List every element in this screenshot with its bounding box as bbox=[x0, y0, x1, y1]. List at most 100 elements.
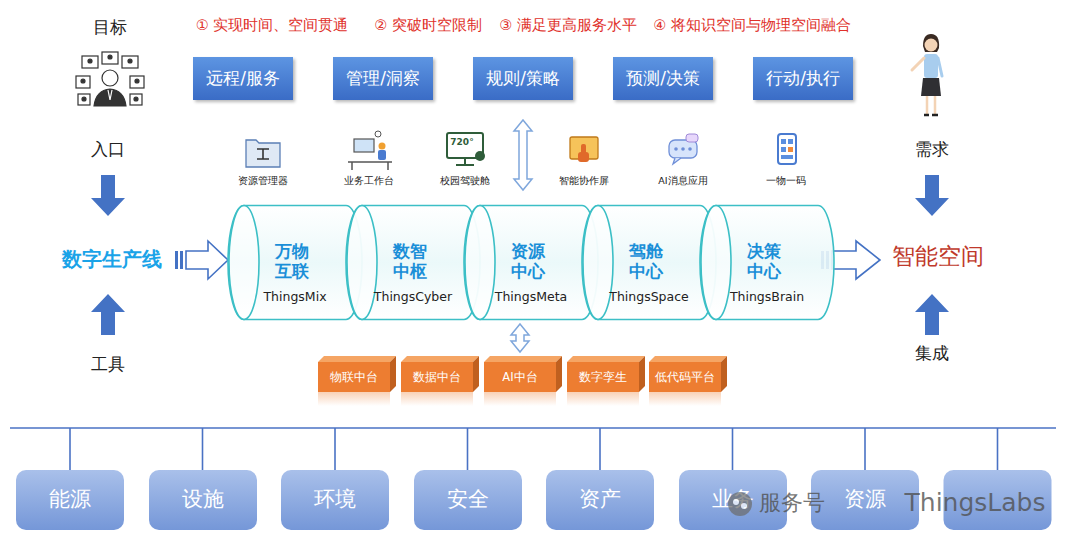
mini-head bbox=[128, 59, 132, 63]
box-label: 远程/服务 bbox=[206, 68, 280, 88]
hollow-arrow bbox=[175, 241, 228, 279]
code-square bbox=[781, 139, 786, 144]
code-square bbox=[788, 147, 793, 152]
mini-frame bbox=[82, 56, 98, 68]
bubble-tail bbox=[673, 158, 681, 164]
goal-note: ① 实现时间、空间贯通 bbox=[185, 17, 360, 34]
box-label: 管理/洞察 bbox=[346, 68, 420, 88]
bus-line bbox=[10, 427, 1056, 429]
folder bbox=[246, 140, 280, 167]
reflection bbox=[649, 392, 721, 406]
block-top-face bbox=[401, 356, 479, 362]
function-box: 行动/执行 bbox=[753, 57, 853, 100]
mini-head bbox=[88, 59, 92, 63]
code-square bbox=[781, 147, 786, 152]
clock bbox=[375, 131, 381, 137]
watermark-text: ThingsLabs bbox=[900, 488, 1050, 518]
double-arrow-connector bbox=[514, 120, 532, 190]
arm bbox=[938, 58, 942, 76]
block-top-face bbox=[649, 356, 727, 362]
arrow-stripe bbox=[180, 251, 183, 269]
mini-frame bbox=[78, 94, 90, 105]
cylinder-rim bbox=[229, 206, 259, 320]
cylinder-body bbox=[464, 206, 598, 320]
platform-block: 数字孪生 bbox=[567, 362, 639, 392]
arrow-stripe bbox=[175, 251, 178, 269]
folder-glyph bbox=[257, 149, 269, 159]
cylinder-title: 驾舱 中心 bbox=[626, 241, 666, 282]
cylinder-title: 决策 中心 bbox=[744, 241, 784, 282]
head bbox=[925, 39, 938, 52]
function-box: 远程/服务 bbox=[193, 57, 293, 100]
domain-label: 设施 bbox=[182, 487, 224, 512]
goal-note: ② 突破时空限制 bbox=[363, 17, 493, 34]
legs bbox=[927, 96, 935, 114]
function-box: 管理/洞察 bbox=[333, 57, 433, 100]
mini-head bbox=[135, 79, 139, 83]
arrow-body bbox=[186, 241, 228, 279]
platform-block: 物联中台 bbox=[318, 362, 390, 392]
block-side-face bbox=[639, 356, 645, 392]
caption-label: 工具 bbox=[78, 354, 138, 374]
cylinder-subtitle: ThingsCyber bbox=[346, 289, 480, 304]
function-box: 规则/策略 bbox=[473, 57, 573, 100]
caption-label: 资源管理器 bbox=[223, 175, 303, 186]
workbench-icon bbox=[348, 131, 392, 170]
domain-box: 安全 bbox=[414, 470, 522, 530]
person-head bbox=[379, 143, 386, 150]
caption-label: 入口 bbox=[78, 139, 138, 159]
platform-block: 数据中台 bbox=[401, 362, 473, 392]
bus-drop bbox=[334, 428, 336, 470]
cylinder-subtitle: ThingsBrain bbox=[700, 289, 834, 304]
monitor bbox=[354, 139, 374, 152]
domain-box: 能源 bbox=[16, 470, 124, 530]
small-bubble bbox=[686, 134, 698, 142]
qr-phone-icon bbox=[778, 134, 796, 164]
badge bbox=[475, 151, 485, 161]
domain-label: 环境 bbox=[314, 487, 356, 512]
mini-head bbox=[108, 55, 112, 59]
logo-eye bbox=[741, 503, 747, 509]
domain-label: 能源 bbox=[49, 487, 91, 512]
mini-head bbox=[134, 97, 138, 101]
caption-label: 720° bbox=[447, 137, 477, 148]
bus-drop bbox=[864, 428, 866, 470]
cylinder-body bbox=[582, 206, 716, 320]
block-label: 数字孪生 bbox=[579, 370, 627, 385]
mini-head bbox=[82, 97, 86, 101]
platform-block: AI中台 bbox=[484, 362, 556, 392]
logo-circle bbox=[728, 492, 752, 516]
block-side-face bbox=[390, 356, 396, 392]
cylinder-rim bbox=[583, 206, 613, 320]
block-label: 数据中台 bbox=[413, 370, 461, 385]
cockpit-icon bbox=[447, 133, 485, 165]
domain-box: 设施 bbox=[149, 470, 257, 530]
phone bbox=[778, 134, 796, 164]
touch-screen-icon bbox=[570, 137, 598, 162]
bus-drop bbox=[69, 428, 71, 470]
platform-block: 低代码平台 bbox=[649, 362, 721, 392]
code-square bbox=[788, 139, 793, 144]
down-arrow bbox=[91, 175, 125, 216]
shirt bbox=[924, 54, 938, 78]
caption-label: 智能协作屏 bbox=[544, 175, 624, 186]
down-arrow bbox=[915, 175, 949, 216]
box-label: 预测/决策 bbox=[626, 68, 700, 88]
block-label: AI中台 bbox=[502, 370, 537, 385]
block-top-face bbox=[318, 356, 396, 362]
domain-box: 资源 bbox=[811, 470, 919, 530]
hand bbox=[578, 152, 589, 162]
hair bbox=[923, 34, 939, 52]
block-label: 低代码平台 bbox=[655, 370, 715, 385]
cylinder-rim bbox=[347, 206, 377, 320]
domain-label: 资产 bbox=[579, 487, 621, 512]
dot bbox=[688, 147, 692, 151]
woman-figure bbox=[912, 34, 942, 115]
skirt bbox=[921, 78, 941, 96]
caption-label: 数字生产线 bbox=[47, 247, 177, 271]
person-body bbox=[94, 89, 126, 106]
arm bbox=[912, 58, 924, 70]
block-label: 物联中台 bbox=[330, 370, 378, 385]
